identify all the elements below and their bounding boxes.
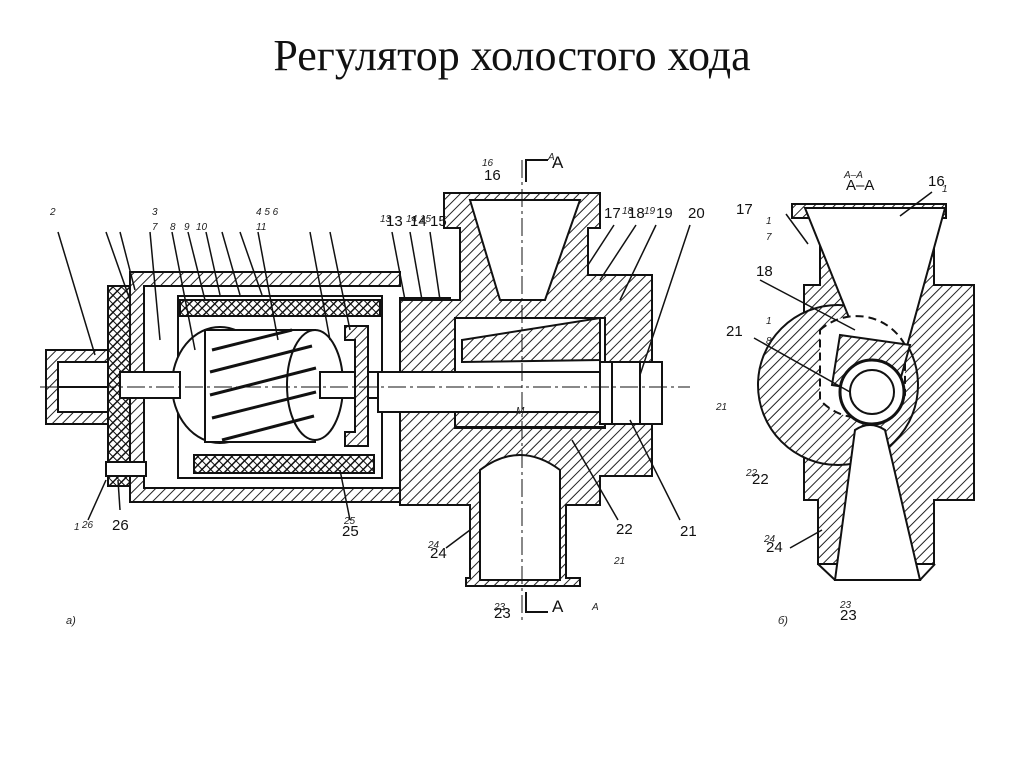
label-22: 22 xyxy=(616,521,633,538)
label-20: 20 xyxy=(688,205,705,222)
label-b-1a: 1 xyxy=(766,216,772,227)
label-23-small: 23 xyxy=(493,602,506,613)
label-b-21-small: 21 xyxy=(715,402,727,413)
shaft-nut xyxy=(599,361,663,425)
callouts-a: 2 3 7 8 9 10 4 5 6 11 13 13 14 14 15 15 … xyxy=(49,152,705,627)
label-18: 18 xyxy=(628,205,645,222)
label-16: 16 xyxy=(484,167,501,184)
caption-a: а) xyxy=(66,615,76,627)
label-25-small: 25 xyxy=(343,516,356,527)
label-b-8: 8 xyxy=(766,336,772,347)
leader-lines-a xyxy=(57,224,691,549)
label-7: 7 xyxy=(152,222,158,233)
label-2: 2 xyxy=(49,207,56,218)
label-17: 17 xyxy=(604,205,621,222)
label-b-16-small: 1 xyxy=(942,184,948,195)
label-13-small: 13 xyxy=(380,214,392,225)
label-24-small: 24 xyxy=(427,540,440,551)
label-15-small: 15 xyxy=(420,214,432,225)
label-8: 8 xyxy=(170,222,176,233)
section-view-a xyxy=(40,159,690,620)
label-1: 1 xyxy=(74,522,80,533)
label-b-7: 7 xyxy=(766,232,772,243)
valve-cone xyxy=(461,316,601,364)
label-14-small: 14 xyxy=(406,214,418,225)
section-title-b: A–A xyxy=(846,177,874,194)
section-mark-bottom-small: A xyxy=(591,602,599,613)
valve-shaft xyxy=(377,371,611,413)
label-m: M xyxy=(516,406,525,417)
label-b-17: 17 xyxy=(736,201,753,218)
air-inlet xyxy=(468,199,582,301)
label-b-16: 16 xyxy=(928,173,945,190)
label-13: 13 xyxy=(386,213,403,230)
label-21-small: 21 xyxy=(613,556,625,567)
label-3: 3 xyxy=(152,207,158,218)
label-b-18: 18 xyxy=(756,263,773,280)
label-19-small: 19 xyxy=(644,206,656,217)
caption-b: б) xyxy=(778,615,788,627)
section-title-b-small: A–A xyxy=(843,170,863,181)
label-b-23: 23 xyxy=(840,607,857,624)
label-16-small: 16 xyxy=(482,158,494,169)
label-25: 25 xyxy=(342,523,359,540)
section-mark-top: A xyxy=(552,153,564,172)
stator-winding-top xyxy=(179,299,381,317)
label-10: 10 xyxy=(196,222,208,233)
label-26: 26 xyxy=(112,517,129,534)
label-4-5-6: 4 5 6 xyxy=(256,207,279,218)
label-26-small: 26 xyxy=(81,520,94,531)
section-mark-bottom: A xyxy=(552,597,564,616)
label-11: 11 xyxy=(256,222,266,233)
spring-cup xyxy=(344,325,369,447)
label-21: 21 xyxy=(680,523,697,540)
callouts-b: A–A A–A 16 1 17 1 7 18 1 8 21 21 22 22 2… xyxy=(715,170,948,627)
label-14: 14 xyxy=(410,213,427,230)
label-b-22: 22 xyxy=(752,471,769,488)
label-b-1: 1 xyxy=(766,316,772,327)
label-b-21: 21 xyxy=(726,323,743,340)
label-18-small: 18 xyxy=(622,206,634,217)
page-title: Регулятор холостого хода xyxy=(273,31,751,80)
leader-lines-b xyxy=(753,191,933,549)
label-15: 15 xyxy=(430,213,447,230)
label-b-24-small: 24 xyxy=(763,534,776,545)
stator-winding-bottom xyxy=(193,454,375,474)
air-outlet xyxy=(479,454,561,581)
section-view-b xyxy=(757,203,975,581)
label-b-22-small: 22 xyxy=(745,468,758,479)
section-mark-top-small: A xyxy=(547,152,555,163)
label-b-23-small: 23 xyxy=(839,600,852,611)
label-23: 23 xyxy=(494,605,511,622)
label-b-24: 24 xyxy=(766,539,783,556)
label-9: 9 xyxy=(184,222,190,233)
label-24: 24 xyxy=(430,545,447,562)
label-19: 19 xyxy=(656,205,673,222)
